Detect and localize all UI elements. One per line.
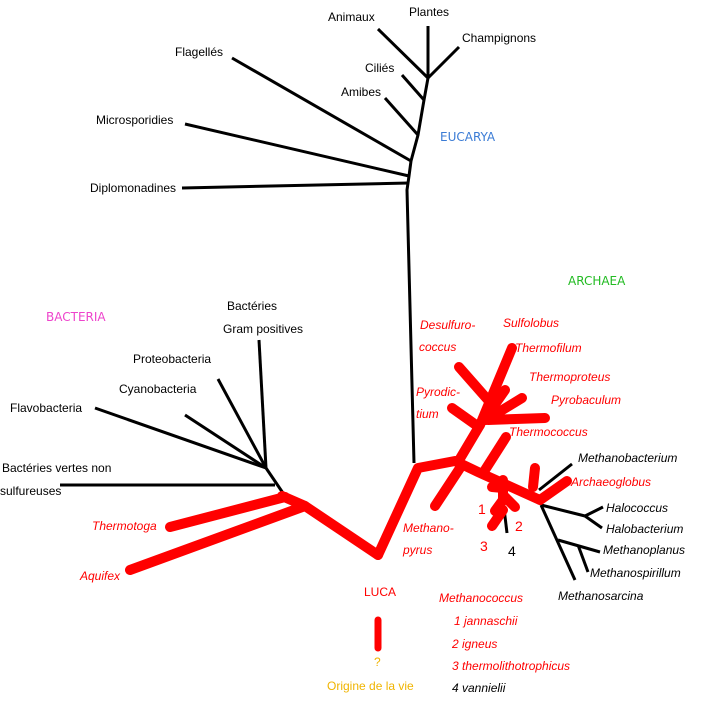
branch-cren-stem (453, 420, 485, 467)
branch-methanosarcina (539, 504, 577, 581)
branch-methanopyrus (430, 463, 465, 511)
label-pyrodic-line1: Pyrodic- (416, 385, 460, 399)
label-thermofilum: Thermofilum (515, 341, 582, 355)
branch-cilies (400, 74, 426, 101)
branch-eucarya-stem (405, 77, 430, 464)
domain-label-eucarya: EUCARYA (440, 130, 496, 144)
branch-amibes (383, 97, 420, 136)
branch-halococcus-tip (584, 505, 604, 518)
label-origine: Origine de la vie (327, 679, 414, 693)
black-branches (60, 26, 604, 581)
branch-microsporidies (184, 122, 410, 178)
branch-methanospirillum (576, 544, 590, 573)
label-vertes-line2: sulfureuses (0, 484, 61, 498)
label-methanobacterium: Methanobacterium (578, 451, 677, 465)
branch-mc1 (487, 482, 508, 493)
legend-item-2: 2 igneus (451, 637, 497, 651)
label-methanopyrus-line2: pyrus (402, 543, 432, 557)
label-question: ? (374, 655, 381, 669)
legend-item-4: 4 vannielii (452, 681, 506, 695)
label-luca: LUCA (364, 585, 396, 599)
branch-animaux (376, 27, 430, 80)
branch-proteobacteria (216, 378, 268, 469)
label-cilies: Ciliés (365, 61, 394, 75)
label-methanosarcina: Methanosarcina (558, 589, 644, 603)
label-proteobacteria: Proteobacteria (133, 352, 211, 366)
branch-cyanobacteria (184, 413, 267, 470)
branch-gram-positives (257, 339, 268, 469)
branch-champignons (426, 45, 461, 80)
label-sulfolobus: Sulfolobus (503, 316, 559, 330)
label-methanospirillum: Methanospirillum (590, 566, 681, 580)
label-mc-3: 3 (480, 538, 488, 554)
label-halobacterium: Halobacterium (606, 522, 683, 536)
red-branches (125, 343, 572, 652)
label-thermoproteus: Thermoproteus (529, 370, 610, 384)
label-mc-1: 1 (478, 501, 486, 517)
label-mc-4: 4 (508, 543, 516, 559)
label-vertes-line1: Bactéries vertes non (2, 461, 111, 475)
label-diplomonadines: Diplomonadines (90, 181, 176, 195)
branch-methanobacterium (538, 462, 573, 492)
branch-halobacterium (584, 514, 603, 530)
label-gram-line1: Bactéries (227, 299, 277, 313)
label-gram-line2: Gram positives (223, 322, 303, 336)
branch-methanobac-red (528, 463, 540, 492)
label-amibes: Amibes (341, 85, 381, 99)
label-flavobacteria: Flavobacteria (10, 401, 82, 415)
legend-item-1: 1 jannaschii (454, 614, 518, 628)
branch-flavobacteria (94, 406, 267, 470)
label-plantes: Plantes (409, 5, 449, 19)
domain-label-bacteria: BACTERIA (46, 310, 106, 324)
branch-pyrobaculum (483, 413, 550, 425)
legend-item-3: 3 thermolithotrophicus (452, 659, 570, 673)
branch-diplomonadines (181, 181, 410, 190)
domain-label-archaea: ARCHAEA (568, 274, 626, 288)
branch-halococcus (540, 503, 586, 518)
label-archaeoglobus: Archaeoglobus (570, 475, 651, 489)
label-methanoplanus: Methanoplanus (603, 543, 685, 557)
label-champignons: Champignons (462, 31, 536, 45)
label-thermotoga: Thermotoga (92, 519, 157, 533)
label-halococcus: Halococcus (606, 501, 668, 515)
label-animaux: Animaux (328, 10, 375, 24)
label-aquifex: Aquifex (79, 569, 121, 583)
branch-archaeoglobus (535, 476, 572, 505)
branch-aquifex (125, 501, 310, 575)
branch-thermotoga (165, 492, 290, 532)
label-pyrobaculum: Pyrobaculum (551, 393, 621, 407)
label-methanopyrus-line1: Methano- (403, 521, 454, 535)
legend-methanococcus-title: Methanococcus (439, 591, 523, 605)
branch-desulfurococcus (454, 362, 493, 405)
label-thermococcus: Thermococcus (509, 425, 588, 439)
branch-mc3 (487, 505, 508, 531)
label-desulfuro-line1: Desulfuro- (420, 318, 475, 332)
label-cyanobacteria: Cyanobacteria (119, 382, 197, 396)
branch-flagelles (231, 56, 412, 163)
branch-mc2 (498, 490, 520, 512)
branch-pyrodictium (447, 403, 481, 430)
label-flagelles: Flagellés (175, 45, 223, 59)
label-mc-2: 2 (515, 518, 523, 534)
label-microsporidies: Microsporidies (96, 113, 173, 127)
label-pyrodic-line2: tium (416, 407, 439, 421)
label-desulfuro-line2: coccus (419, 340, 456, 354)
branch-thermococcus (480, 432, 511, 475)
